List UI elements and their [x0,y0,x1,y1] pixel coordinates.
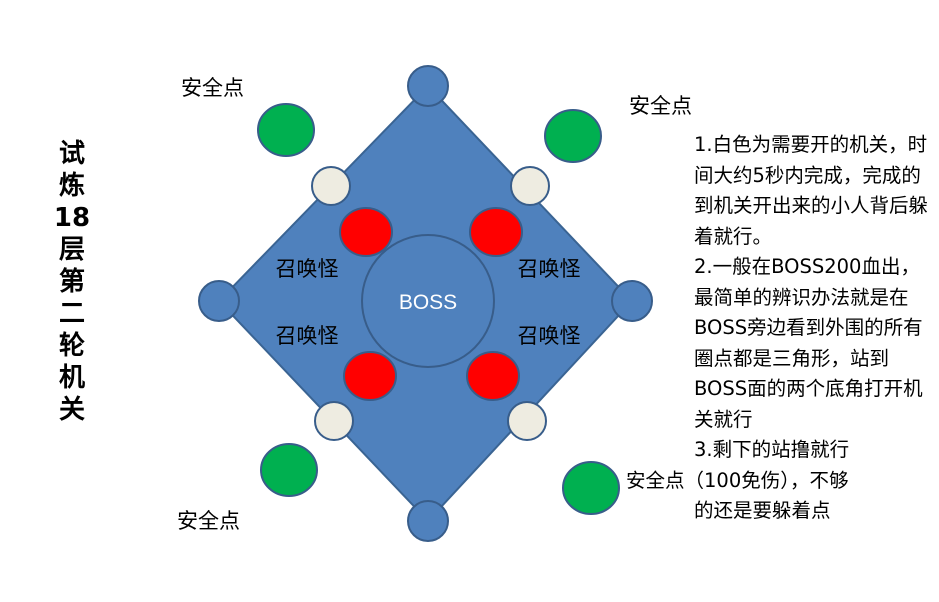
summon-point-bottom-right [466,351,520,401]
boss-circle [361,234,495,368]
note-item-3: 3.剩下的站撸就行 [694,438,850,461]
note-item-2: 2.一般在BOSS200血出，最简单的辨识办法就是在BOSS旁边看到外围的所有圈… [694,255,923,431]
safe-label-top-left: 安全点 [181,76,244,100]
safe-point-top-right [544,109,602,163]
boss-label: BOSS [399,291,457,314]
note-item-4-line-1: 安全点（100免伤），不够 [626,468,849,492]
summon-label-top-left: 召唤怪 [276,257,339,281]
summon-label-top-right: 召唤怪 [518,257,581,281]
switch-point-bottom-right [507,401,547,441]
switch-point-top-left [311,166,351,206]
summon-label-bottom-left: 召唤怪 [276,324,339,348]
switch-point-top-right [510,166,550,206]
note-item-1: 1.白色为需要开的机关，时间大约5秒内完成，完成的到机关开出来的小人背后躲着就行… [694,133,929,248]
summon-point-top-left [339,207,393,257]
summon-point-bottom-left [343,351,397,401]
safe-point-top-left [257,103,315,157]
safe-point-bottom-left [260,443,318,497]
corner-node-left [198,280,240,322]
notes-panel: 1.白色为需要开的机关，时间大约5秒内完成，完成的到机关开出来的小人背后躲着就行… [626,130,934,527]
safe-label-top-right: 安全点 [629,94,692,118]
switch-point-bottom-left [314,401,354,441]
summon-point-top-right [469,207,523,257]
summon-label-bottom-right: 召唤怪 [518,324,581,348]
corner-node-right [611,280,653,322]
corner-node-top [407,65,449,107]
corner-node-bottom [407,500,449,542]
note-item-4-line-2: 的还是要躲着点 [694,499,831,522]
safe-point-bottom-right [562,461,620,515]
safe-label-bottom-left: 安全点 [177,509,240,533]
